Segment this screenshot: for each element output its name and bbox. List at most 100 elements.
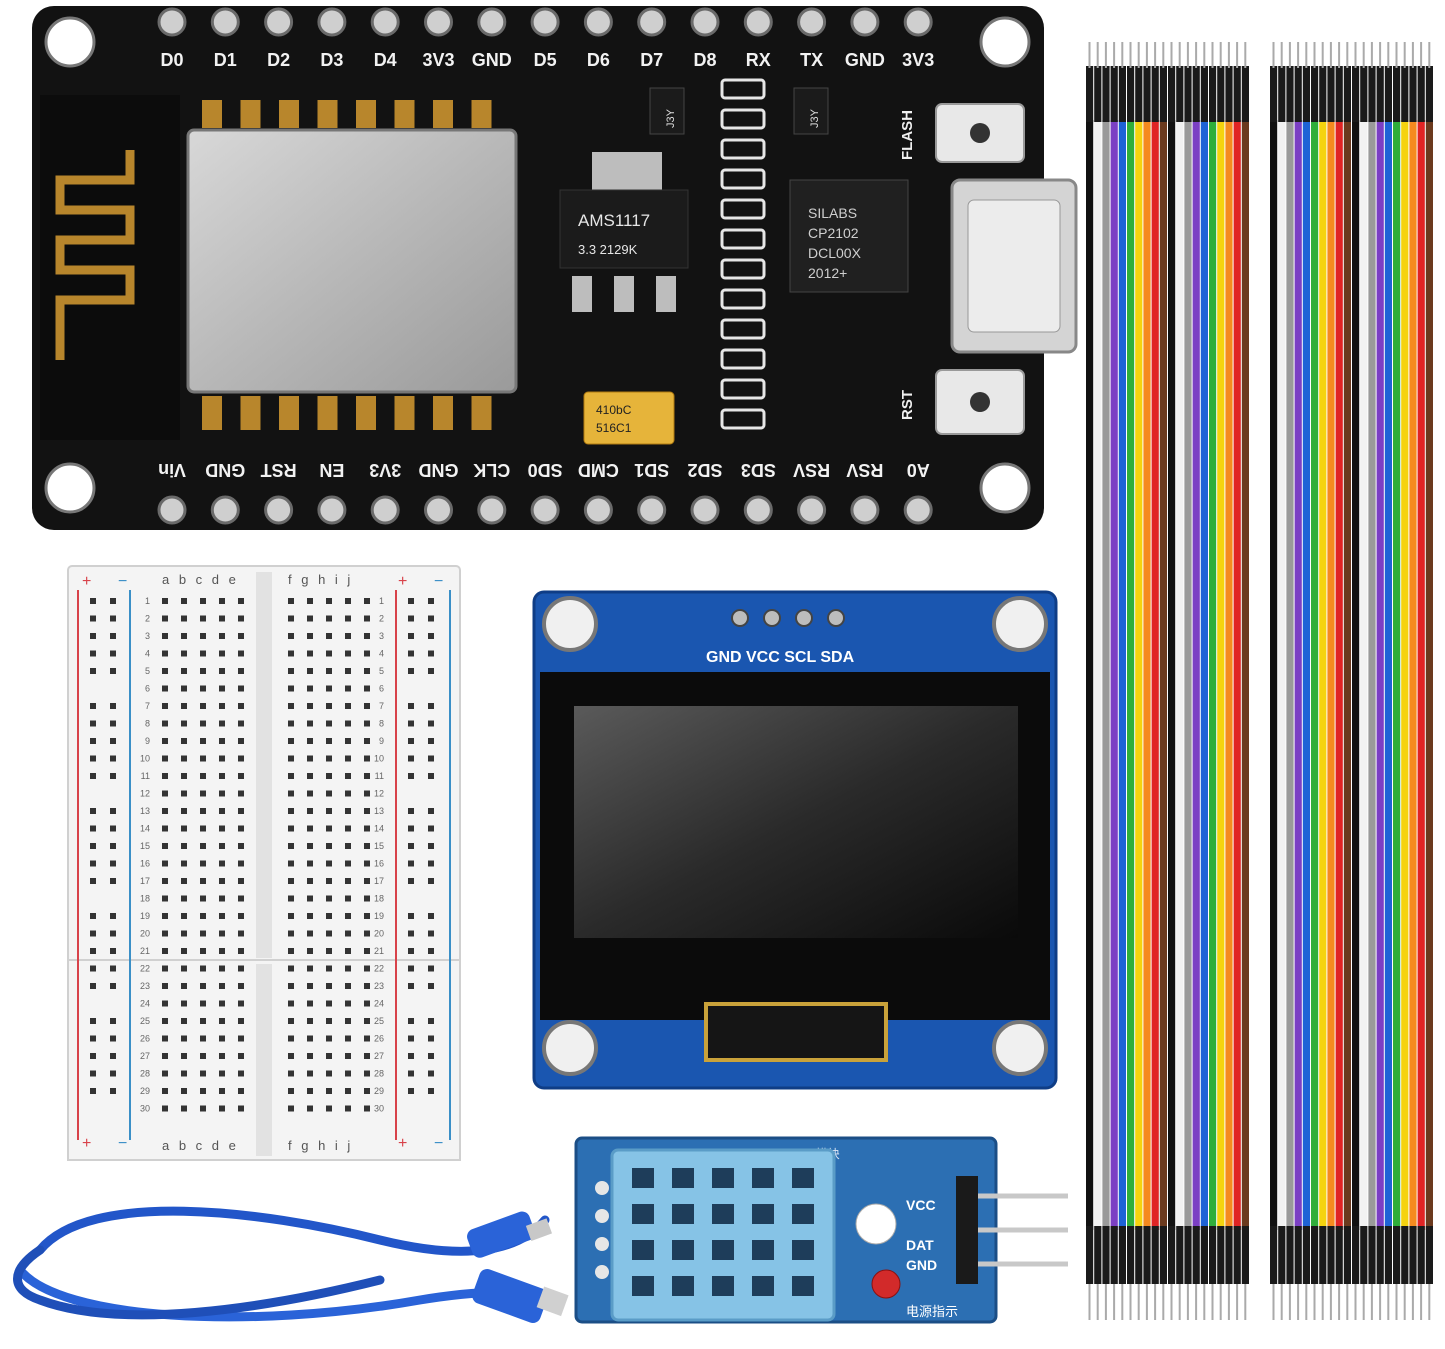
rail-hole [428,755,434,762]
antenna-trace-icon [55,150,135,360]
hole [364,1018,370,1024]
hole [307,808,313,814]
hole [345,825,351,832]
row-number: 20 [140,929,150,939]
jumper-housing [1225,66,1233,122]
jumper-pin [1162,1284,1165,1320]
hole [238,808,244,814]
vent-slot [712,1240,734,1260]
jumper-pin [1170,1284,1173,1320]
hole [238,1018,244,1024]
jumper-wire [1311,120,1319,1230]
rail-hole [428,738,434,744]
hole [307,860,313,867]
jumper-housing [1159,66,1167,122]
jumper-pin [1203,1284,1206,1320]
hole [200,1088,206,1094]
rail-hole [90,633,96,639]
rail-hole [90,720,96,727]
top-pin-label: D0 [160,50,183,70]
hole [364,615,370,622]
jumper-housing [1233,1226,1241,1284]
row-number: 24 [374,999,384,1009]
hole [181,668,187,674]
jumper-housing [1393,1226,1401,1284]
rail-hole [428,633,434,639]
row-number: 5 [145,666,150,676]
regulator-leg [656,276,676,312]
plus-bottom-right: + [398,1135,407,1152]
hole [307,913,313,919]
top-pin-label: RX [746,50,771,70]
hole [288,633,294,639]
jumper-wire [1319,120,1327,1230]
jumper-pin [1305,42,1308,68]
jumper-housing [1176,1226,1184,1284]
jumper-wire [1368,120,1376,1230]
rail-hole [408,965,414,972]
hole [288,895,294,902]
hole [345,668,351,674]
jumper-pin [1244,1284,1247,1320]
jumper-pin [1236,1284,1239,1320]
oled-mount-hole [992,596,1048,652]
hole [345,685,351,692]
hole [238,930,244,937]
jumper-housing [1086,66,1094,122]
rail-hole [90,1018,96,1024]
jumper-housing [1417,1226,1425,1284]
top-pin-label: GND [472,50,512,70]
bottom-pin-label: SD2 [687,460,722,480]
jumper-pin [1370,1284,1373,1320]
hole [326,878,332,884]
smd-footprint [720,198,766,220]
jumper-wire [1094,120,1102,1230]
hole [162,720,168,727]
jumper-housing [1159,1226,1167,1284]
bottom-pin-label: CLK [473,460,510,480]
vent-slot [792,1276,814,1296]
jumper-pin [1154,42,1157,68]
hole [345,755,351,762]
pin-pad [210,495,240,525]
esp-pad [394,100,415,128]
nodemcu-board: AMS1117 3.3 2129K J3Y J3Y SILABS CP2102 … [32,6,1078,530]
jumper-housing [1343,1226,1351,1284]
hole [162,948,168,954]
jumper-housing [1409,66,1417,122]
hole [238,633,244,639]
hole [288,668,294,674]
cap-text-1: 410bC [596,403,632,417]
jumper-housing [1192,1226,1200,1284]
rail-hole [110,878,116,884]
hole [181,930,187,937]
jumper-pin [1104,42,1107,68]
oled-pin-pad [731,609,749,627]
jumper-pin [1129,1284,1132,1320]
rail-hole [428,1035,434,1042]
jumper-pin [1088,1284,1091,1320]
hole [200,1053,206,1059]
hole [200,1000,206,1007]
regulator-leg [614,276,634,312]
rail-hole [110,948,116,954]
row-number: 20 [374,929,384,939]
vent-slot [632,1276,654,1296]
jumper-housing [1225,1226,1233,1284]
pin-pad [477,7,507,37]
jumper-housing [1311,66,1319,122]
jumper-housing [1217,1226,1225,1284]
jumper-housing [1217,66,1225,122]
pin-pad [370,7,400,37]
row-number: 25 [374,1016,384,1026]
jumper-housing [1368,66,1376,122]
jumper-pin [1297,42,1300,68]
hole [326,720,332,727]
jumper-pin [1186,1284,1189,1320]
oled-mount-hole [542,1020,598,1076]
pin-pad [264,7,294,37]
jumper-pin [1211,42,1214,68]
row-number: 16 [374,859,384,869]
hole [364,650,370,657]
vent-slot [672,1276,694,1296]
